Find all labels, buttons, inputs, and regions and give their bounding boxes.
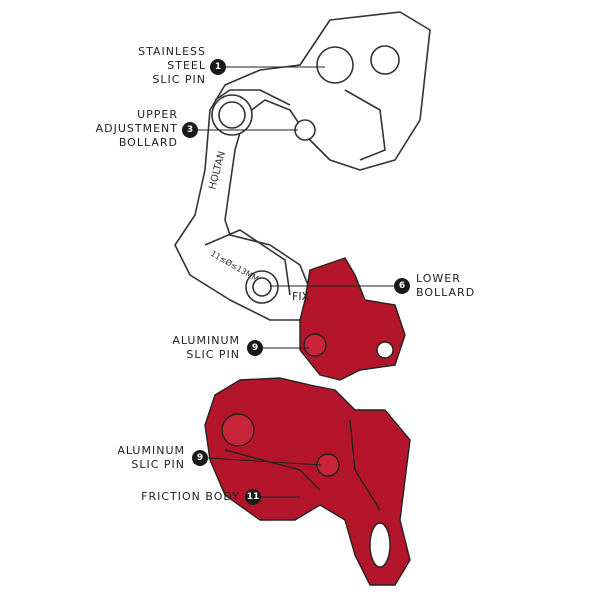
upper-frame	[174, 11, 431, 321]
callout-badge-6: 6	[394, 278, 410, 294]
upper-red-plate	[299, 257, 406, 381]
aluminum-slic-pin-upper	[303, 333, 327, 357]
friction-body	[204, 377, 411, 586]
callout-badge-9-upper: 9	[247, 340, 263, 356]
callout-badge-3: 3	[182, 122, 198, 138]
callout-badge-11: 11	[245, 489, 261, 505]
callout-badge-9-lower: 9	[192, 450, 208, 466]
mode-marking: FIX	[292, 290, 310, 303]
callout-label-friction-body: FRICTION BODY	[141, 490, 240, 503]
callout-badge-1: 1	[210, 59, 226, 75]
stainless-slic-pin	[316, 46, 354, 84]
